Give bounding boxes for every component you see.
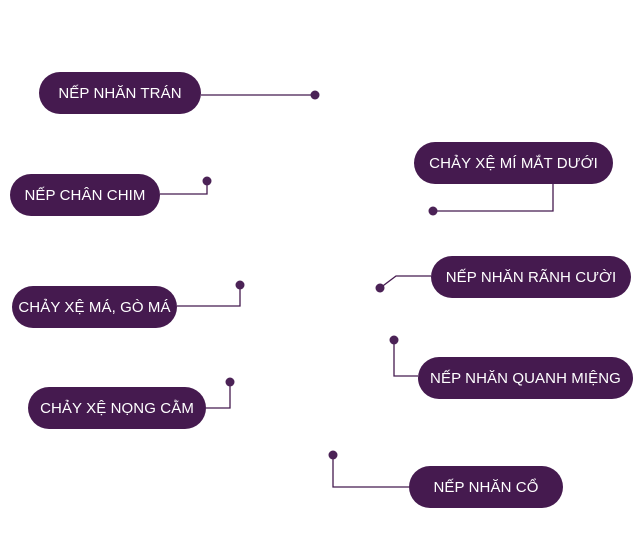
label-text: CHẢY XỆ NỌNG CẰM (40, 399, 194, 417)
anchor-dot-crows-feet (202, 176, 212, 186)
connector-double-chin (206, 382, 231, 409)
label-text: NẾP CHÂN CHIM (24, 186, 146, 204)
connector-smile-lines (379, 275, 431, 289)
anchor-dot-mouth-wrinkles (389, 335, 399, 345)
connector-neck-wrinkles (332, 455, 409, 488)
anchor-dot-smile-lines (375, 283, 385, 293)
anchor-dot-double-chin (225, 377, 235, 387)
label-forehead-wrinkles[interactable]: NẾP NHĂN TRÁN (39, 72, 201, 114)
label-text: CHẢY XỆ MÍ MẮT DƯỚI (429, 154, 598, 172)
label-text: NẾP NHĂN CỔ (433, 478, 539, 496)
label-double-chin[interactable]: CHẢY XỆ NỌNG CẰM (28, 387, 206, 429)
anchor-dot-neck-wrinkles (328, 450, 338, 460)
connector-mouth-wrinkles (393, 340, 418, 377)
anchor-dot-under-eye-sagging (428, 206, 438, 216)
label-crows-feet[interactable]: NẾP CHÂN CHIM (10, 174, 160, 216)
connector-crows-feet (160, 181, 208, 195)
label-text: NẾP NHĂN QUANH MIỆNG (430, 369, 621, 387)
anchor-dot-forehead-wrinkles (310, 90, 320, 100)
label-text: NẾP NHĂN RÃNH CƯỜI (445, 268, 617, 286)
label-sagging-cheeks[interactable]: CHẢY XỆ MÁ, GÒ MÁ (12, 286, 177, 328)
label-text: NẾP NHĂN TRÁN (58, 84, 182, 102)
label-text: CHẢY XỆ MÁ, GÒ MÁ (18, 298, 171, 316)
anchor-dot-sagging-cheeks (235, 280, 245, 290)
label-mouth-wrinkles[interactable]: NẾP NHĂN QUANH MIỆNG (418, 357, 633, 399)
label-under-eye-sagging[interactable]: CHẢY XỆ MÍ MẮT DƯỚI (414, 142, 613, 184)
label-neck-wrinkles[interactable]: NẾP NHĂN CỔ (409, 466, 563, 508)
connector-sagging-cheeks (177, 285, 241, 307)
label-smile-lines[interactable]: NẾP NHĂN RÃNH CƯỜI (431, 256, 631, 298)
